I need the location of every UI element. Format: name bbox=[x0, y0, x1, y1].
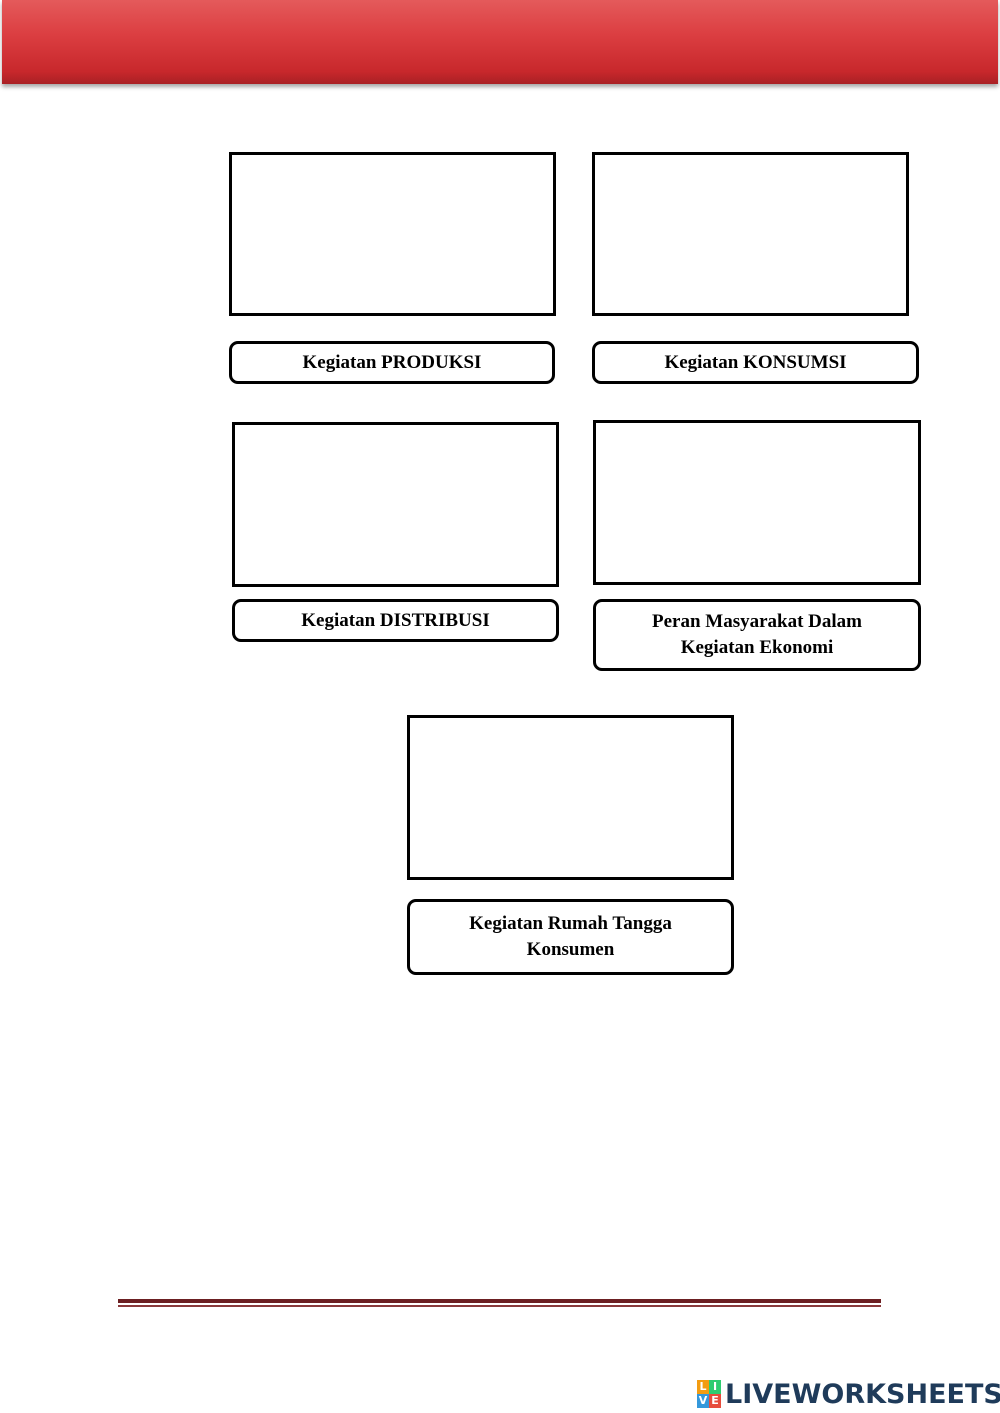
answer-box-rumah-tangga[interactable] bbox=[407, 715, 734, 880]
label-produksi: Kegiatan PRODUKSI bbox=[229, 341, 555, 384]
label-rumah-tangga: Kegiatan Rumah Tangga Konsumen bbox=[407, 899, 734, 975]
header-banner bbox=[2, 0, 998, 84]
liveworksheets-logo: L I V E LIVEWORKSHEETS bbox=[697, 1378, 1000, 1410]
answer-box-peran-masyarakat[interactable] bbox=[593, 420, 921, 585]
label-distribusi: Kegiatan DISTRIBUSI bbox=[232, 599, 559, 642]
brand-name: LIVEWORKSHEETS bbox=[725, 1378, 1000, 1410]
footer-rule bbox=[118, 1299, 881, 1307]
liveworksheets-icon: L I V E bbox=[697, 1380, 721, 1408]
label-konsumsi: Kegiatan KONSUMSI bbox=[592, 341, 919, 384]
answer-box-produksi[interactable] bbox=[229, 152, 556, 316]
answer-box-distribusi[interactable] bbox=[232, 422, 559, 587]
answer-box-konsumsi[interactable] bbox=[592, 152, 909, 316]
label-peran-masyarakat: Peran Masyarakat Dalam Kegiatan Ekonomi bbox=[593, 599, 921, 671]
